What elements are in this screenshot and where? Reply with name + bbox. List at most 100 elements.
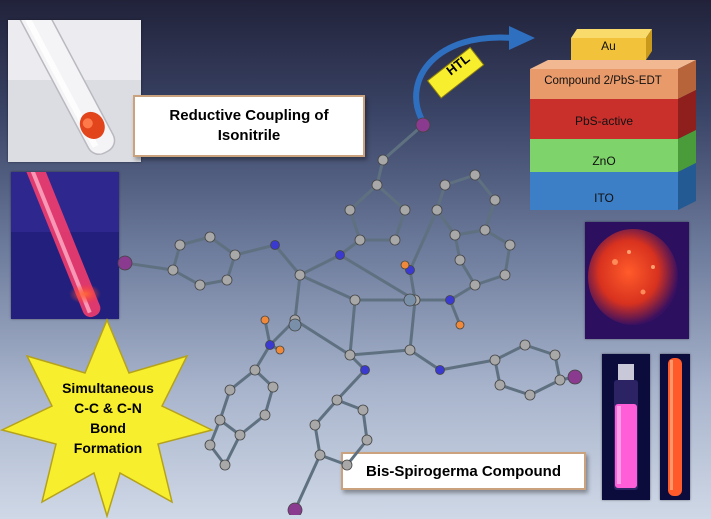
- molecule-bond: [439, 358, 496, 372]
- reductive-line-1: Reductive Coupling of: [169, 107, 329, 124]
- molecule-atom: [267, 381, 279, 393]
- molecule-atom: [371, 179, 383, 191]
- molecule-atom: [449, 229, 461, 241]
- molecule-atom: [361, 434, 373, 446]
- molecule-bond: [223, 434, 242, 466]
- molecule-atom: [344, 349, 356, 361]
- molecule-atom: [174, 239, 186, 251]
- star-line-1: Simultaneous: [62, 380, 154, 396]
- molecule-atom: [249, 364, 261, 376]
- layer-pbs-active: PbS-active: [574, 114, 634, 128]
- molecule-bond: [294, 318, 351, 357]
- photo-tube-solution: [660, 354, 690, 500]
- molecule-bond: [293, 454, 322, 511]
- molecule-bond: [124, 261, 174, 272]
- molecule-bond: [382, 123, 424, 162]
- molecule-atom: [344, 204, 356, 216]
- molecule-atom: [403, 293, 417, 307]
- molecule-atom: [469, 169, 481, 181]
- molecule-atom: [360, 365, 370, 375]
- molecule-atom: [415, 117, 431, 133]
- molecule-atom: [524, 389, 536, 401]
- molecule-bond: [313, 399, 339, 426]
- molecule-atom: [354, 234, 366, 246]
- molecule-atom: [454, 254, 466, 266]
- molecule-atom: [494, 379, 506, 391]
- molecule-atom: [499, 269, 511, 281]
- molecule-atom: [435, 365, 445, 375]
- molecule-atom: [204, 439, 216, 451]
- layer-zno: ZnO: [592, 154, 616, 168]
- molecule-bond: [408, 209, 439, 271]
- reductive-coupling-label: Reductive Coupling of Isonitrile: [133, 95, 365, 157]
- layer-compound: Compound 2/PbS-EDT: [544, 75, 662, 87]
- molecule-atom: [377, 154, 389, 166]
- molecule-atom: [489, 194, 501, 206]
- molecule-atom: [314, 449, 326, 461]
- star-line-4: Formation: [73, 440, 143, 456]
- photo-powder-uv: [585, 222, 689, 339]
- layer-au: Au: [601, 39, 616, 53]
- molecule-bond: [348, 299, 357, 356]
- molecule-atom: [404, 344, 416, 356]
- molecule-bond: [299, 253, 341, 277]
- htl-arrow: [413, 26, 535, 121]
- molecule-atom: [389, 234, 401, 246]
- molecule-atom: [224, 384, 236, 396]
- molecule-bond: [299, 273, 356, 302]
- photo-tube-powder: [8, 20, 141, 162]
- molecule-atom: [469, 279, 481, 291]
- molecule-atom: [567, 369, 583, 385]
- photo-vial-solution: [602, 354, 650, 500]
- molecule-atom: [234, 429, 246, 441]
- molecule-bond: [349, 348, 411, 357]
- molecule-atom: [259, 409, 271, 421]
- molecule-atom: [335, 250, 345, 260]
- bis-spirogerma-label: Bis-Spirogerma Compound: [341, 452, 586, 490]
- molecule-atom: [294, 269, 306, 281]
- molecule-atom: [341, 459, 353, 471]
- molecule-atom: [349, 294, 361, 306]
- molecule-atom: [265, 340, 275, 350]
- molecule-atom: [275, 345, 285, 355]
- photo-tube-uv: [11, 172, 119, 319]
- molecule-atom: [455, 320, 465, 330]
- molecule-atom: [214, 414, 226, 426]
- molecule-bond: [293, 274, 302, 321]
- molecule-atom: [204, 231, 216, 243]
- molecule-bond: [234, 243, 276, 257]
- reductive-line-2: Isonitrile: [217, 127, 281, 144]
- molecule-bond: [376, 183, 406, 212]
- molecule-atom: [260, 315, 270, 325]
- molecule-atom: [479, 224, 491, 236]
- molecule-atom: [549, 349, 561, 361]
- molecule-atom: [221, 274, 233, 286]
- molecule-atom: [287, 502, 303, 515]
- molecule-bond: [529, 378, 561, 397]
- star-line-3: Bond: [90, 420, 126, 436]
- star-line-2: C-C & C-N: [74, 400, 142, 416]
- molecular-structure: [117, 117, 583, 515]
- molecule-atom: [270, 240, 280, 250]
- molecule-atom: [554, 374, 566, 386]
- molecule-atom: [431, 204, 443, 216]
- molecule-atom: [357, 404, 369, 416]
- molecule-atom: [504, 239, 516, 251]
- molecule-atom: [399, 204, 411, 216]
- molecule-atom: [309, 419, 321, 431]
- molecule-atom: [229, 249, 241, 261]
- molecule-bond: [494, 343, 526, 362]
- starburst-shape: [0, 318, 215, 518]
- molecule-atom: [167, 264, 179, 276]
- molecule-bond: [348, 183, 379, 212]
- molecule-atom: [489, 354, 501, 366]
- molecule-atom: [400, 260, 410, 270]
- molecule-atom: [117, 255, 133, 271]
- simultaneous-bond-formation-text: Simultaneous C-C & C-N Bond Formation: [18, 368, 198, 468]
- molecule-bond: [408, 299, 417, 351]
- molecule-atom: [288, 318, 302, 332]
- layer-ito: ITO: [594, 191, 614, 205]
- molecule-bond: [409, 348, 441, 372]
- device-stack: [530, 29, 696, 210]
